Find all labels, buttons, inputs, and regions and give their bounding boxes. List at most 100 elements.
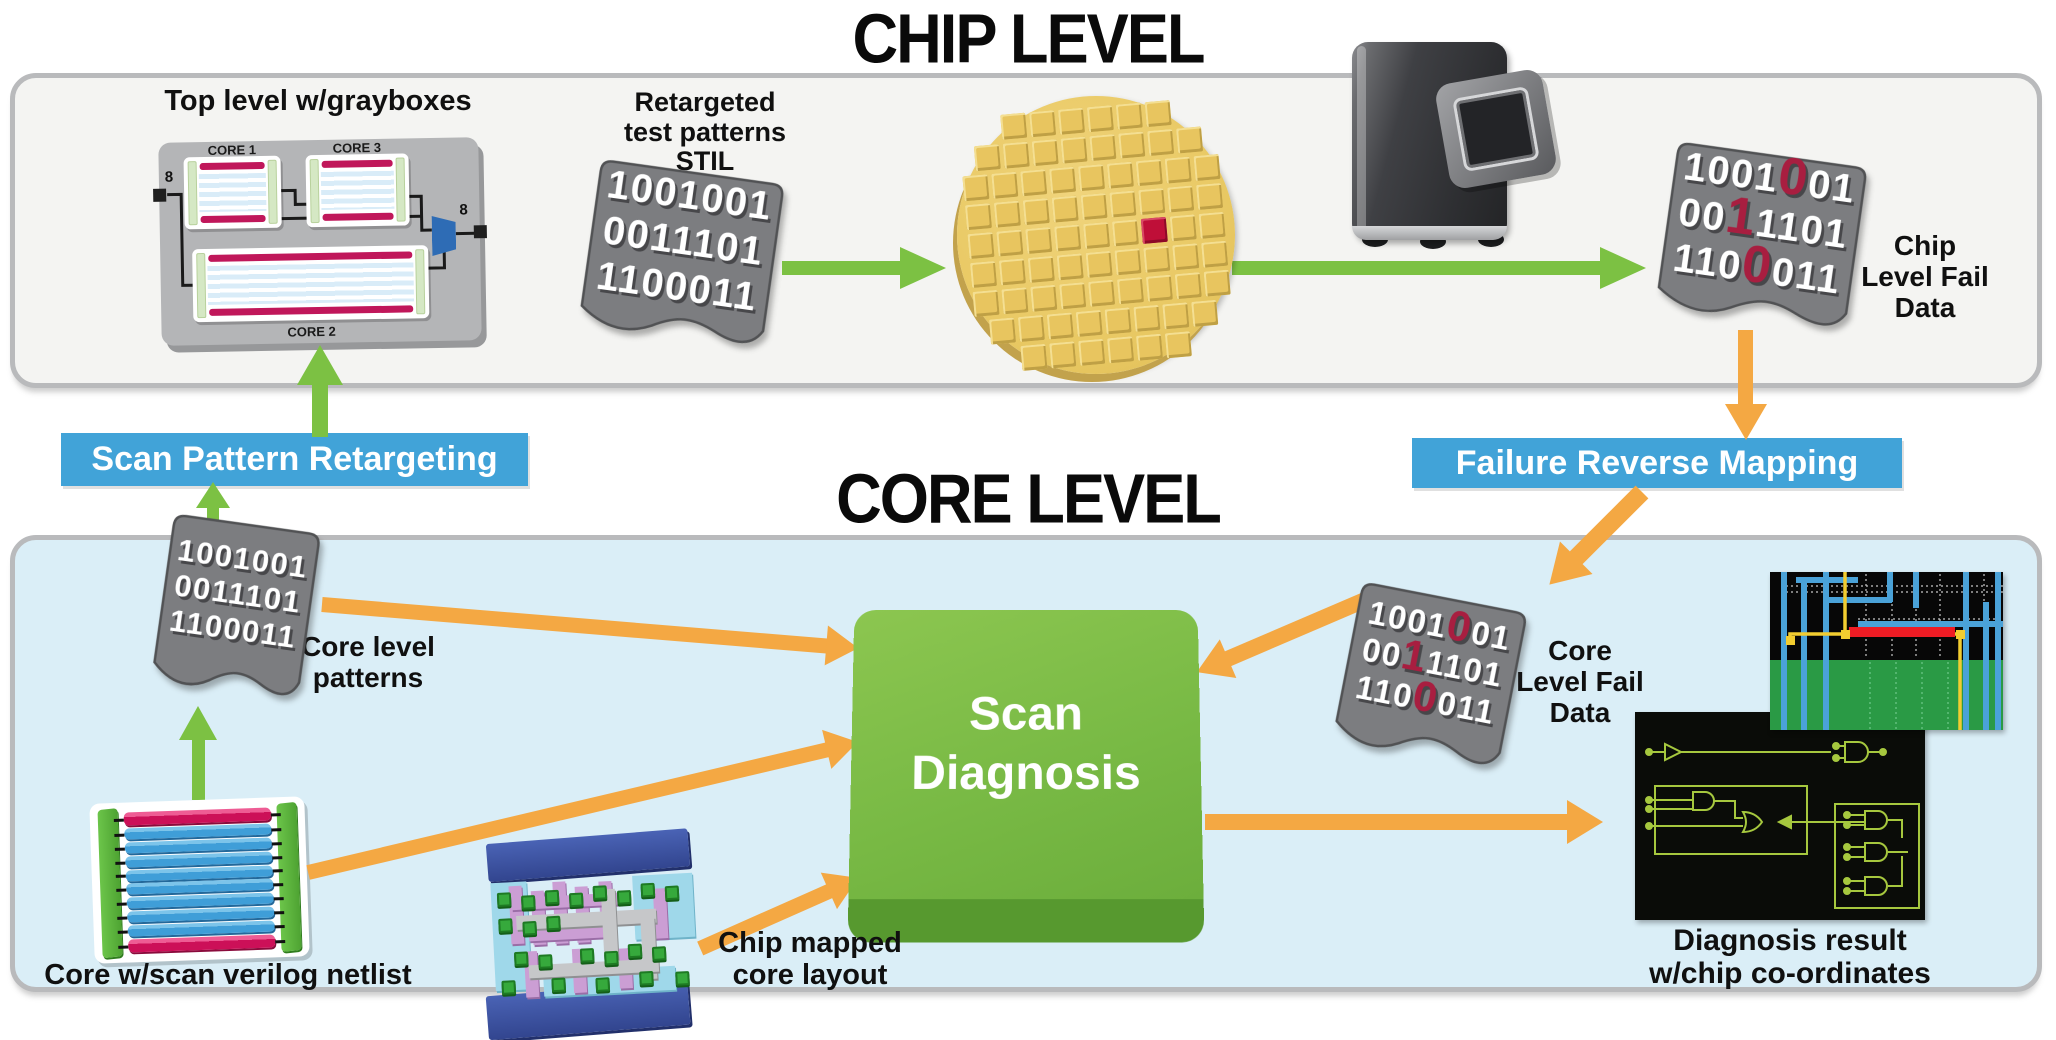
netlist-bar xyxy=(124,837,272,854)
retargeted-patterns-label: Retargeted test patterns STIL xyxy=(623,87,787,177)
scan-pattern-retargeting-banner: Scan Pattern Retargeting xyxy=(61,433,528,486)
die xyxy=(1000,286,1028,314)
die xyxy=(1198,211,1226,239)
die xyxy=(1078,338,1106,366)
chip-level-title: CHIP LEVEL xyxy=(852,0,1206,79)
die xyxy=(1104,306,1132,334)
die xyxy=(990,171,1018,199)
svg-text:1001001: 1001001 xyxy=(178,535,313,588)
bus-width-right: 8 xyxy=(459,201,468,219)
scan-rail xyxy=(267,159,278,224)
netlist-bar-crimson xyxy=(128,934,276,953)
core3-block xyxy=(305,153,410,228)
die xyxy=(1203,269,1231,297)
die xyxy=(1115,102,1143,130)
svg-text:0011101: 0011101 xyxy=(1678,182,1855,263)
die xyxy=(1048,166,1076,194)
svg-text:0011101: 0011101 xyxy=(175,571,306,623)
svg-text:1001001: 1001001 xyxy=(1365,585,1516,660)
scan-out-pin xyxy=(473,225,487,239)
wafer-illustration xyxy=(957,96,1235,374)
svg-text:1100011: 1100011 xyxy=(594,254,760,320)
svg-text:1100011: 1100011 xyxy=(167,603,298,655)
die xyxy=(1029,109,1057,137)
svg-text:1001001: 1001001 xyxy=(607,166,778,233)
svg-text:0011101: 0011101 xyxy=(1675,179,1852,260)
scan-chain-bar xyxy=(200,214,266,224)
svg-text:1100011: 1100011 xyxy=(596,257,762,323)
scan-flops xyxy=(320,170,395,210)
die xyxy=(1077,163,1105,191)
output-mux xyxy=(432,216,457,256)
die xyxy=(1171,242,1199,270)
svg-text:0011101: 0011101 xyxy=(172,567,303,619)
die xyxy=(1022,197,1050,225)
die xyxy=(1087,279,1115,307)
netlist-bar xyxy=(125,851,273,868)
die xyxy=(1020,343,1048,371)
die xyxy=(1086,104,1114,132)
svg-text:1100011: 1100011 xyxy=(170,606,301,658)
die xyxy=(1135,158,1163,186)
die xyxy=(964,202,992,230)
tester-screen xyxy=(1433,67,1559,191)
svg-text:0011101: 0011101 xyxy=(603,211,769,277)
die xyxy=(1145,274,1173,302)
die xyxy=(1135,333,1163,361)
netlist-bar xyxy=(127,920,275,937)
diagnosis-schematic xyxy=(1635,712,1925,920)
wafer-die-grid xyxy=(955,95,1236,375)
scan-chain-bar xyxy=(321,159,393,168)
die xyxy=(1147,128,1175,156)
scan-diagnosis-box: Scan Diagnosis xyxy=(847,606,1205,943)
die xyxy=(1174,271,1202,299)
chip-mapped-layout-illustration xyxy=(478,824,708,1040)
die xyxy=(1053,223,1081,252)
die xyxy=(1166,184,1194,213)
die xyxy=(1079,192,1108,220)
failing-die xyxy=(1140,216,1168,244)
core-level-title: CORE LEVEL xyxy=(836,460,1222,539)
scan-rail xyxy=(187,161,198,226)
scan-rail xyxy=(309,159,320,224)
die xyxy=(1133,304,1161,332)
svg-text:1001001: 1001001 xyxy=(604,162,775,229)
svg-text:1100011: 1100011 xyxy=(1352,660,1499,734)
die xyxy=(1108,190,1136,218)
netlist-bar xyxy=(124,823,272,840)
die xyxy=(1057,107,1085,135)
die xyxy=(1017,314,1045,342)
bus-width-left: 8 xyxy=(164,168,174,186)
svg-text:0011101: 0011101 xyxy=(1358,623,1507,697)
scan-in-pin xyxy=(153,188,167,202)
netlist-bar-crimson xyxy=(123,807,271,826)
core-patterns-label: Core level patterns xyxy=(301,631,435,693)
die xyxy=(1019,168,1047,196)
die xyxy=(1164,330,1192,358)
chip-fail-data-label: Chip Level Fail Data xyxy=(1861,230,1989,323)
die xyxy=(1192,153,1221,181)
die xyxy=(969,260,997,288)
scan-diagnosis-line2: Diagnosis xyxy=(910,747,1142,800)
die xyxy=(1191,299,1219,327)
die xyxy=(1075,309,1103,337)
die xyxy=(1200,240,1228,268)
failure-reverse-mapping-banner: Failure Reverse Mapping xyxy=(1412,438,1902,488)
scan-rail xyxy=(415,249,426,315)
scan-flops xyxy=(207,262,415,305)
die xyxy=(1116,276,1144,304)
die xyxy=(1049,340,1077,368)
netlist-bars xyxy=(123,807,276,953)
die xyxy=(1162,301,1190,329)
scan-rail xyxy=(395,157,406,222)
die xyxy=(1031,138,1059,166)
netlist-rail xyxy=(97,808,123,959)
scan-chain-bar xyxy=(322,212,394,221)
svg-text:1001001: 1001001 xyxy=(1683,137,1862,219)
arrow-patterns-to-banner-head xyxy=(196,482,230,508)
scan-chain-bar xyxy=(209,305,414,316)
